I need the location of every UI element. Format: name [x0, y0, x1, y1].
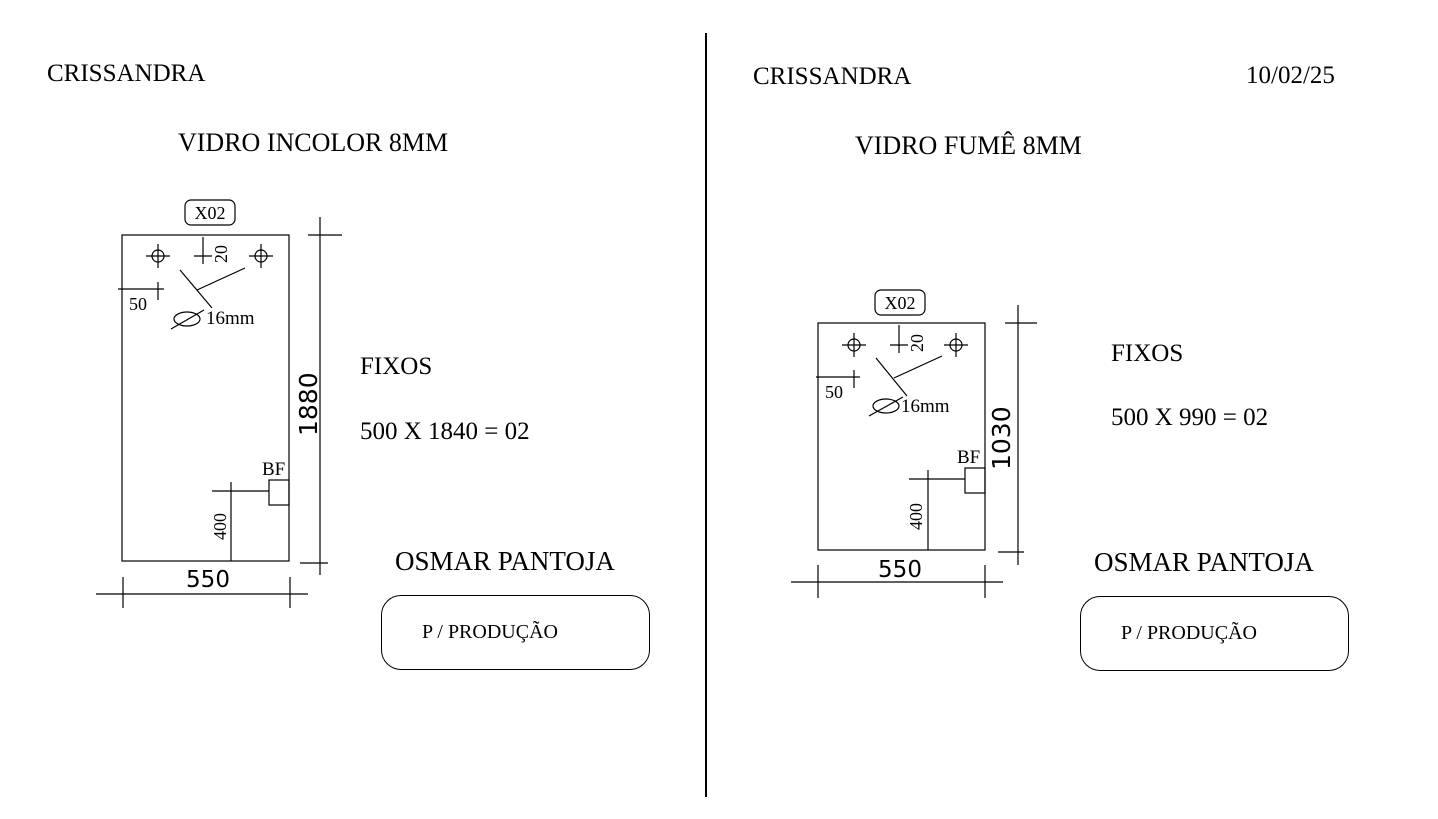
bf-height-dim: 400 [906, 503, 926, 530]
glass-type: VIDRO INCOLOR 8MM [178, 128, 449, 157]
diameter-icon [872, 398, 900, 414]
leader-line-left [179, 269, 213, 309]
bf-label: BF [262, 459, 285, 480]
top-offset-dim: 20 [211, 245, 231, 263]
bf-box [964, 467, 986, 494]
hole-left [146, 244, 170, 268]
hole-diameter-label: 16mm [901, 396, 950, 417]
glass-drawing: X02 20 50 16mm 1880 [96, 199, 342, 608]
fixos-dimensions: 500 X 1840 = 02 [360, 418, 530, 445]
fixos-label: FIXOS [360, 353, 433, 380]
date: 10/02/25 [1246, 62, 1335, 89]
diameter-slash [170, 309, 205, 330]
production-note: P / PRODUÇÃO [422, 621, 558, 643]
height-dim: 1880 [294, 372, 323, 436]
side-offset-dim: 50 [825, 382, 843, 402]
client-name: CRISSANDRA [47, 60, 206, 87]
bf-label: BF [957, 447, 980, 468]
tag-box [184, 199, 236, 226]
production-note-box [381, 595, 650, 670]
glass-drawing: X02 20 50 16mm 1030 [791, 289, 1037, 598]
left-sheet: CRISSANDRA VIDRO INCOLOR 8MM X02 20 50 [0, 0, 705, 819]
hole-diameter-label: 16mm [206, 308, 255, 329]
leader-line-right [196, 267, 246, 291]
diameter-icon [173, 311, 201, 327]
height-dim: 1030 [987, 406, 1016, 470]
production-note-box [1080, 596, 1349, 671]
bf-height-dim: 400 [210, 513, 230, 540]
glass-panel-outline [817, 322, 986, 551]
person-name: OSMAR PANTOJA [1094, 547, 1314, 577]
leader-line-left [875, 357, 908, 397]
glass-type: VIDRO FUMÊ 8MM [855, 131, 1082, 160]
tag-label: X02 [195, 203, 226, 223]
fixos-label: FIXOS [1111, 340, 1184, 367]
tag-label: X02 [885, 293, 916, 313]
fixos-dimensions: 500 X 990 = 02 [1111, 404, 1269, 431]
bf-box [268, 479, 290, 506]
leader-line-right [893, 355, 943, 379]
side-offset-dim: 50 [129, 294, 147, 314]
diameter-slash [868, 396, 904, 417]
client-name: CRISSANDRA [753, 63, 912, 90]
width-dim: 550 [186, 567, 230, 593]
hole-left [842, 333, 866, 357]
production-note: P / PRODUÇÃO [1121, 622, 1257, 644]
hole-right [249, 244, 273, 268]
hole-right [944, 333, 968, 357]
person-name: OSMAR PANTOJA [395, 546, 615, 576]
sheet-divider [705, 33, 707, 797]
glass-panel-outline [121, 234, 290, 562]
top-offset-dim: 20 [907, 334, 927, 352]
tag-box [874, 289, 926, 316]
width-dim: 550 [878, 557, 922, 583]
right-sheet: CRISSANDRA 10/02/25 VIDRO FUMÊ 8MM X02 2… [706, 0, 1438, 819]
